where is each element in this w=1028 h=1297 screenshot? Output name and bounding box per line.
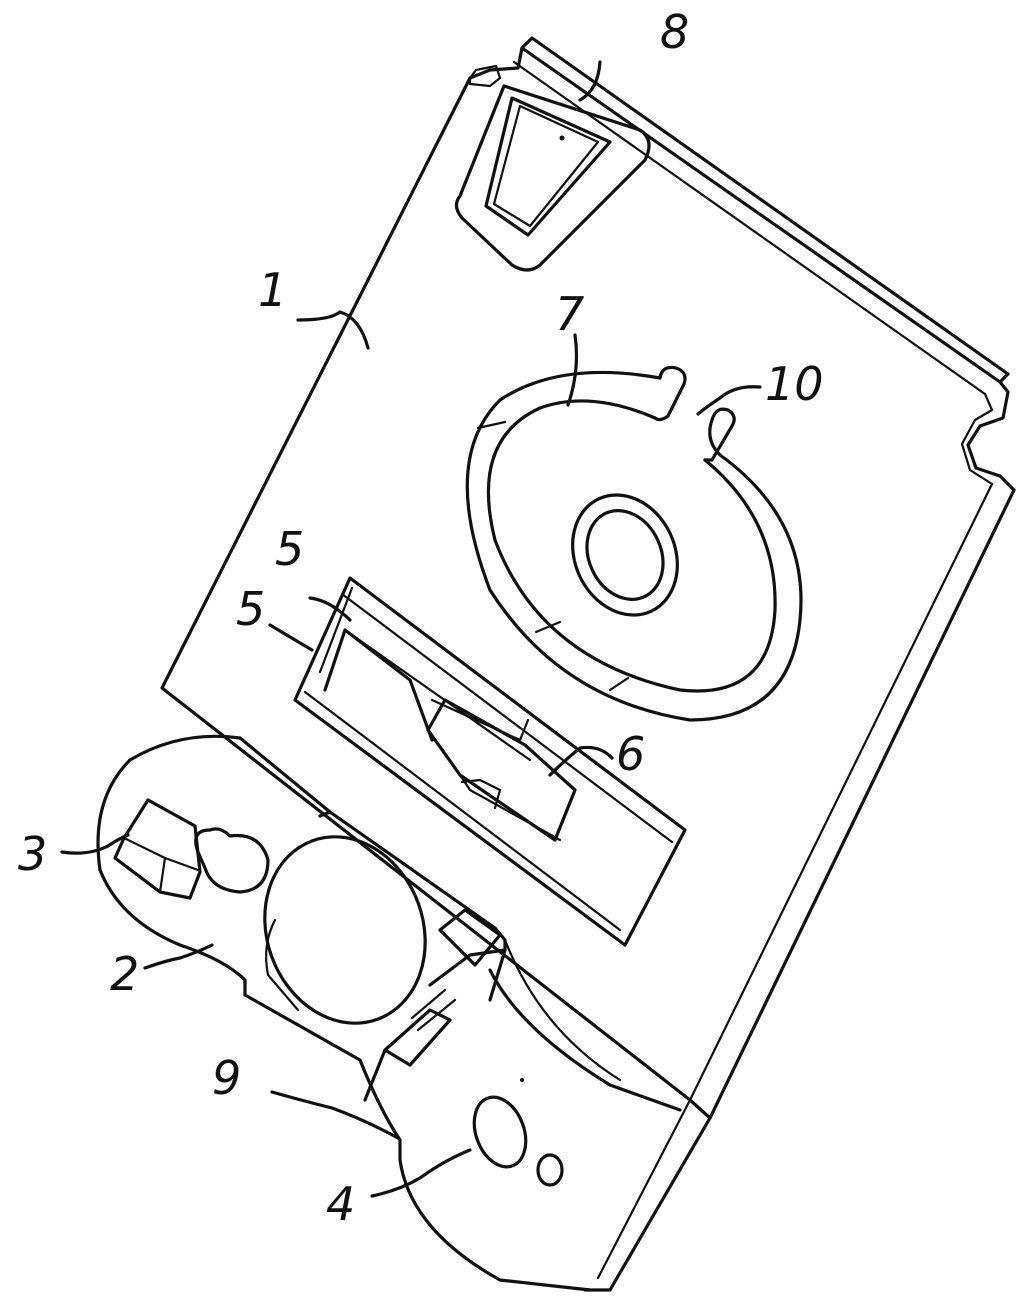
window-frame	[456, 86, 649, 270]
label-10: 10	[765, 357, 824, 411]
main-plate	[162, 38, 1014, 1290]
lower-unit	[98, 736, 680, 1290]
label-1: 1	[258, 263, 287, 317]
label-3: 3	[18, 827, 47, 881]
label-5-upper: 5	[275, 522, 304, 576]
label-6: 6	[616, 727, 645, 781]
label-7: 7	[555, 287, 584, 341]
ring-channel	[467, 367, 801, 720]
label-4: 4	[326, 1177, 355, 1231]
label-2: 2	[110, 947, 139, 1001]
label-8: 8	[660, 5, 689, 59]
label-9: 9	[212, 1051, 241, 1105]
label-5-lower: 5	[236, 582, 265, 636]
reference-numerals: 1 2 3 4 5 5 6 7 8 9 10	[18, 5, 824, 1231]
